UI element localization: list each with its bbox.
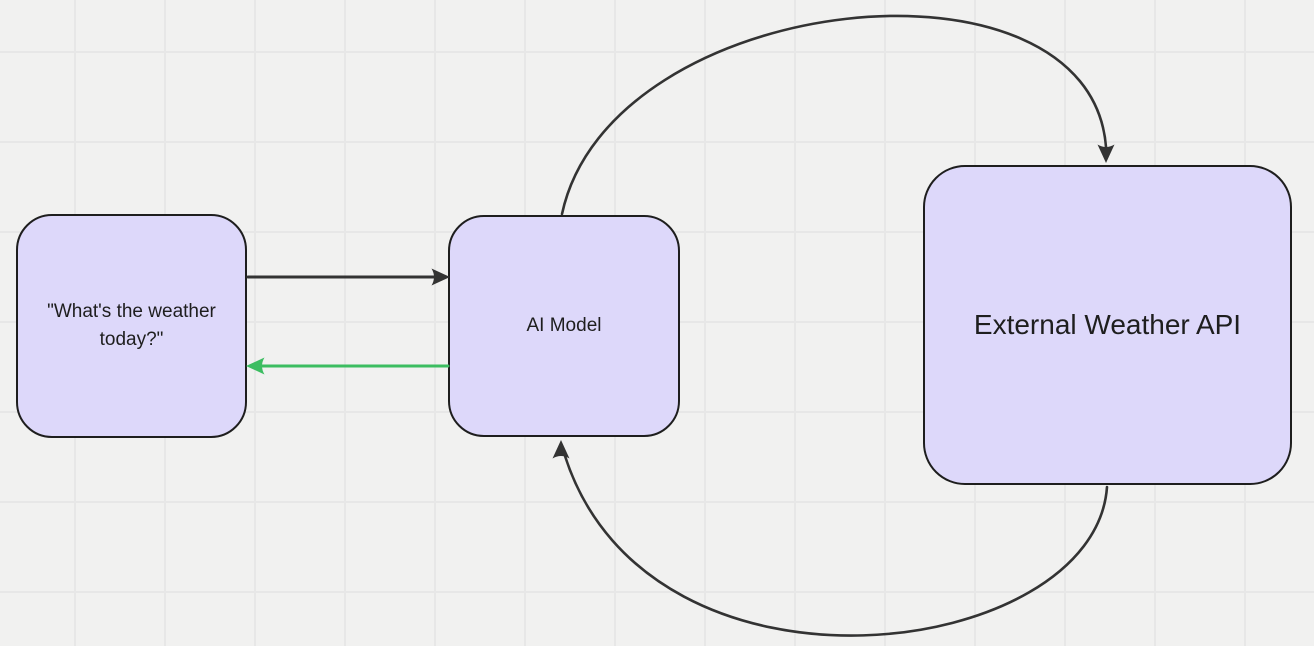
node-external-weather-api-label: External Weather API	[973, 309, 1242, 340]
node-ai-model-label: AI Model	[526, 315, 602, 336]
node-user-query: "What's the weather today?"	[16, 214, 247, 438]
edge-model-to-query-arrowhead-icon	[246, 357, 265, 375]
edge-model-to-api-arrowhead-icon	[1097, 144, 1115, 163]
node-ai-model: AI Model	[448, 215, 680, 437]
node-user-query-label: "What's the weather today?"	[47, 301, 216, 350]
edge-query-to-model	[246, 268, 450, 286]
edge-api-to-model-arrowhead-icon	[552, 440, 570, 459]
edge-model-to-query	[246, 357, 450, 375]
node-external-weather-api: External Weather API	[923, 165, 1292, 485]
